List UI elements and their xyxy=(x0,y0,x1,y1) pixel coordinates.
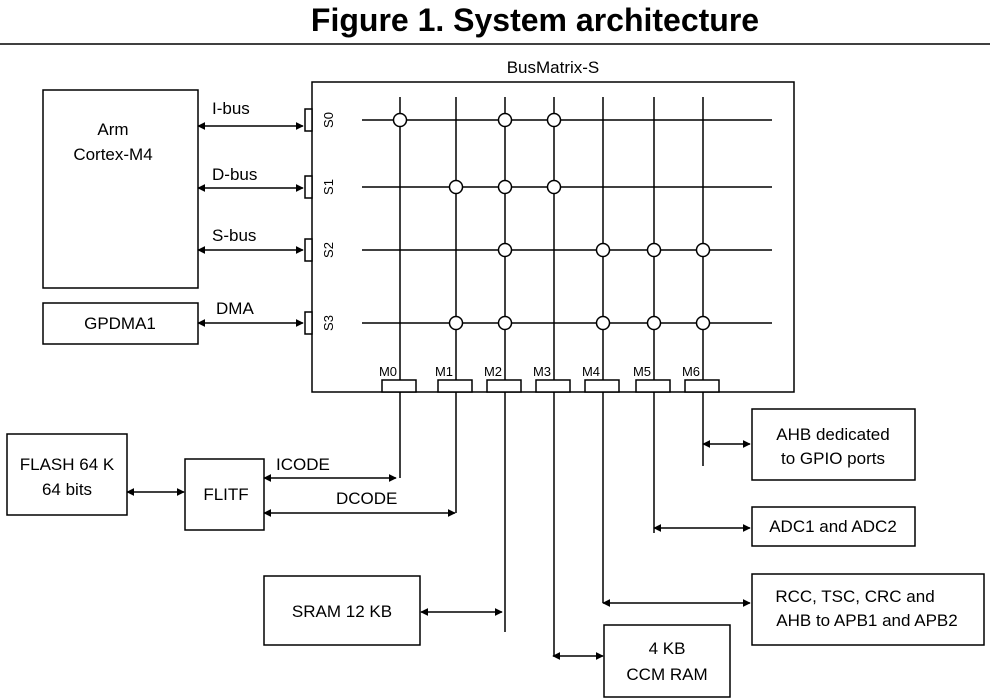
slave-label-s2: S2 xyxy=(321,242,336,258)
flash-block xyxy=(6,433,128,516)
master-port-m5 xyxy=(635,379,671,393)
crosspoint-s2-m6 xyxy=(695,242,711,258)
master-port-m2 xyxy=(486,379,522,393)
flash-label-line2: 64 bits xyxy=(42,480,92,499)
crosspoint-s1-m2 xyxy=(497,179,513,195)
crosspoint-s2-m2 xyxy=(497,242,513,258)
sram-label: SRAM 12 KB xyxy=(292,602,392,621)
dbus-label: D-bus xyxy=(212,165,257,184)
crosspoint-s3-m6 xyxy=(695,315,711,331)
master-port-m0 xyxy=(381,379,417,393)
crosspoint-s3-m4 xyxy=(595,315,611,331)
crosspoint-s0-m0 xyxy=(392,112,408,128)
slave-label-s0: S0 xyxy=(321,112,336,128)
master-label-m2: M2 xyxy=(484,364,502,379)
crosspoint-s3-m5 xyxy=(646,315,662,331)
slave-port-s2 xyxy=(304,238,313,262)
crosspoint-s3-m2 xyxy=(497,315,513,331)
ccm-label-line1: 4 KB xyxy=(649,639,686,658)
master-port-m4 xyxy=(584,379,620,393)
crosspoint-s0-m3 xyxy=(546,112,562,128)
ahb-gpio-label-line1: AHB dedicated xyxy=(776,425,889,444)
ibus-label: I-bus xyxy=(212,99,250,118)
ccm-ram-block xyxy=(603,624,731,698)
master-label-m6: M6 xyxy=(682,364,700,379)
ccm-label-line2: CCM RAM xyxy=(626,665,707,684)
busmatrix-label: BusMatrix-S xyxy=(507,58,600,77)
sram-block xyxy=(263,575,421,646)
master-label-m4: M4 xyxy=(582,364,600,379)
crosspoint-s1-m1 xyxy=(448,179,464,195)
slave-label-s3: S3 xyxy=(321,315,336,331)
dcode-label: DCODE xyxy=(336,489,397,508)
rcc-block xyxy=(751,573,985,646)
sbus-label: S-bus xyxy=(212,226,256,245)
master-label-m3: M3 xyxy=(533,364,551,379)
figure-title: Figure 1. System architecture xyxy=(311,2,759,38)
slave-port-s1 xyxy=(304,175,313,199)
master-label-m1: M1 xyxy=(435,364,453,379)
ahb-gpio-label-line2: to GPIO ports xyxy=(781,449,885,468)
cpu-label-line2: Cortex-M4 xyxy=(73,145,152,164)
ahb-gpio-block xyxy=(751,408,916,481)
crosspoint-s0-m2 xyxy=(497,112,513,128)
adc-label: ADC1 and ADC2 xyxy=(769,517,897,536)
crosspoint-s2-m5 xyxy=(646,242,662,258)
slave-port-s0 xyxy=(304,108,313,132)
flitf-block xyxy=(184,458,265,531)
busmatrix-box xyxy=(311,81,795,393)
cpu-label-line1: Arm xyxy=(97,120,128,139)
rcc-label-line1: RCC, TSC, CRC and xyxy=(775,587,934,606)
flitf-label: FLITF xyxy=(203,485,248,504)
master-port-m6 xyxy=(684,379,720,393)
slave-port-s3 xyxy=(304,311,313,335)
cpu-block xyxy=(42,89,199,289)
crosspoint-s1-m3 xyxy=(546,179,562,195)
rcc-label-line2: AHB to APB1 and APB2 xyxy=(776,611,957,630)
master-port-m1 xyxy=(437,379,473,393)
master-port-m3 xyxy=(535,379,571,393)
flash-label-line1: FLASH 64 K xyxy=(20,455,115,474)
gpdma-label: GPDMA1 xyxy=(84,314,156,333)
adc-block xyxy=(751,506,916,547)
crosspoint-s2-m4 xyxy=(595,242,611,258)
slave-label-s1: S1 xyxy=(321,179,336,195)
master-label-m0: M0 xyxy=(379,364,397,379)
dma-label: DMA xyxy=(216,299,254,318)
crosspoint-s3-m1 xyxy=(448,315,464,331)
master-label-m5: M5 xyxy=(633,364,651,379)
icode-label: ICODE xyxy=(276,455,330,474)
